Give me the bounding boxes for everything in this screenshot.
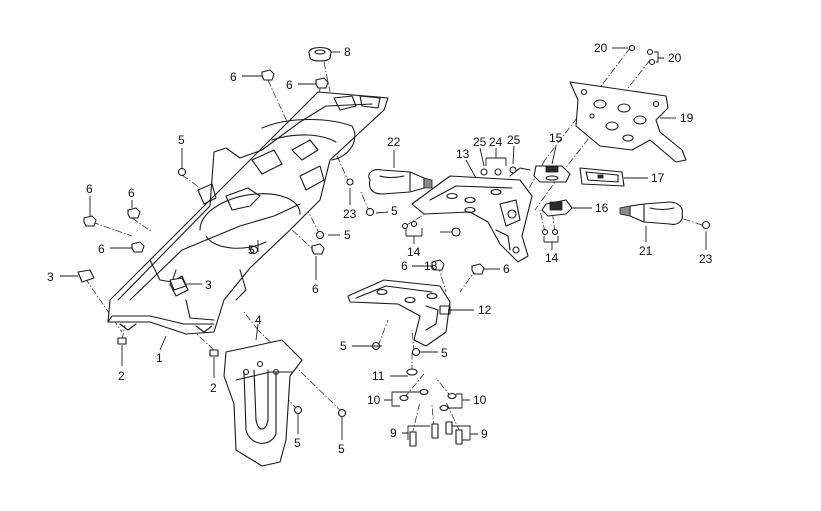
callout-23: 23 [343,207,357,221]
license-plate-holder [569,81,687,163]
callout-6: 6 [86,182,93,196]
callout-20: 20 [668,51,682,65]
right-turn-signal [619,201,683,225]
callout-16: 16 [595,201,609,215]
plate-lamp-lens [579,167,625,187]
callout-22: 22 [387,135,401,149]
license-light [533,165,571,183]
callout-25: 25 [507,133,521,147]
callout-13: 13 [456,147,470,161]
callout-15: 15 [549,131,563,145]
callout-lines [60,47,707,441]
callout-9: 9 [481,427,488,441]
hardware [77,44,711,447]
callout-5: 5 [338,442,345,456]
callout-2: 2 [118,369,125,383]
callout-5: 5 [441,346,448,360]
callout-17: 17 [651,171,665,185]
callout-6: 6 [98,242,105,256]
callout-2: 2 [210,381,217,395]
callout-5: 5 [340,339,347,353]
mud-flap [223,339,303,467]
callout-6: 6 [230,70,237,84]
callout-14: 14 [545,251,559,265]
callout-5: 5 [344,228,351,242]
callout-6: 6 [401,259,408,273]
left-turn-signal [368,169,433,195]
callout-5: 5 [248,243,255,257]
callout-8: 8 [344,45,351,59]
callout-6: 6 [503,262,510,276]
callout-25: 25 [473,135,487,149]
callout-4: 4 [255,313,262,327]
callout-21: 21 [639,244,653,258]
grommet [308,46,332,62]
callout-10: 10 [473,393,487,407]
callout-14: 14 [407,245,421,259]
callout-3: 3 [205,278,212,292]
callout-12: 12 [478,303,492,317]
callout-9: 9 [390,426,397,440]
plate-bracket [411,167,533,263]
callout-11: 11 [372,369,385,383]
reflector [541,199,573,217]
callout-1: 1 [156,351,163,365]
lower-bracket [347,279,451,347]
callout-23: 23 [699,252,713,266]
callout-18: 18 [424,259,438,273]
callout-labels: 1 2 2 3 3 4 5 5 5 5 5 5 5 5 6 6 6 6 6 6 … [47,41,713,456]
callout-24: 24 [489,135,503,149]
callout-5: 5 [391,204,398,218]
callout-20: 20 [594,41,608,55]
callout-5: 5 [178,133,185,147]
callout-10: 10 [367,393,381,407]
callout-19: 19 [680,111,694,125]
callout-6: 6 [128,186,135,200]
callout-5: 5 [294,436,301,450]
callout-3: 3 [47,270,54,284]
callout-6: 6 [312,282,319,296]
callout-6: 6 [286,78,293,92]
rear-fender-undertray [107,91,389,335]
